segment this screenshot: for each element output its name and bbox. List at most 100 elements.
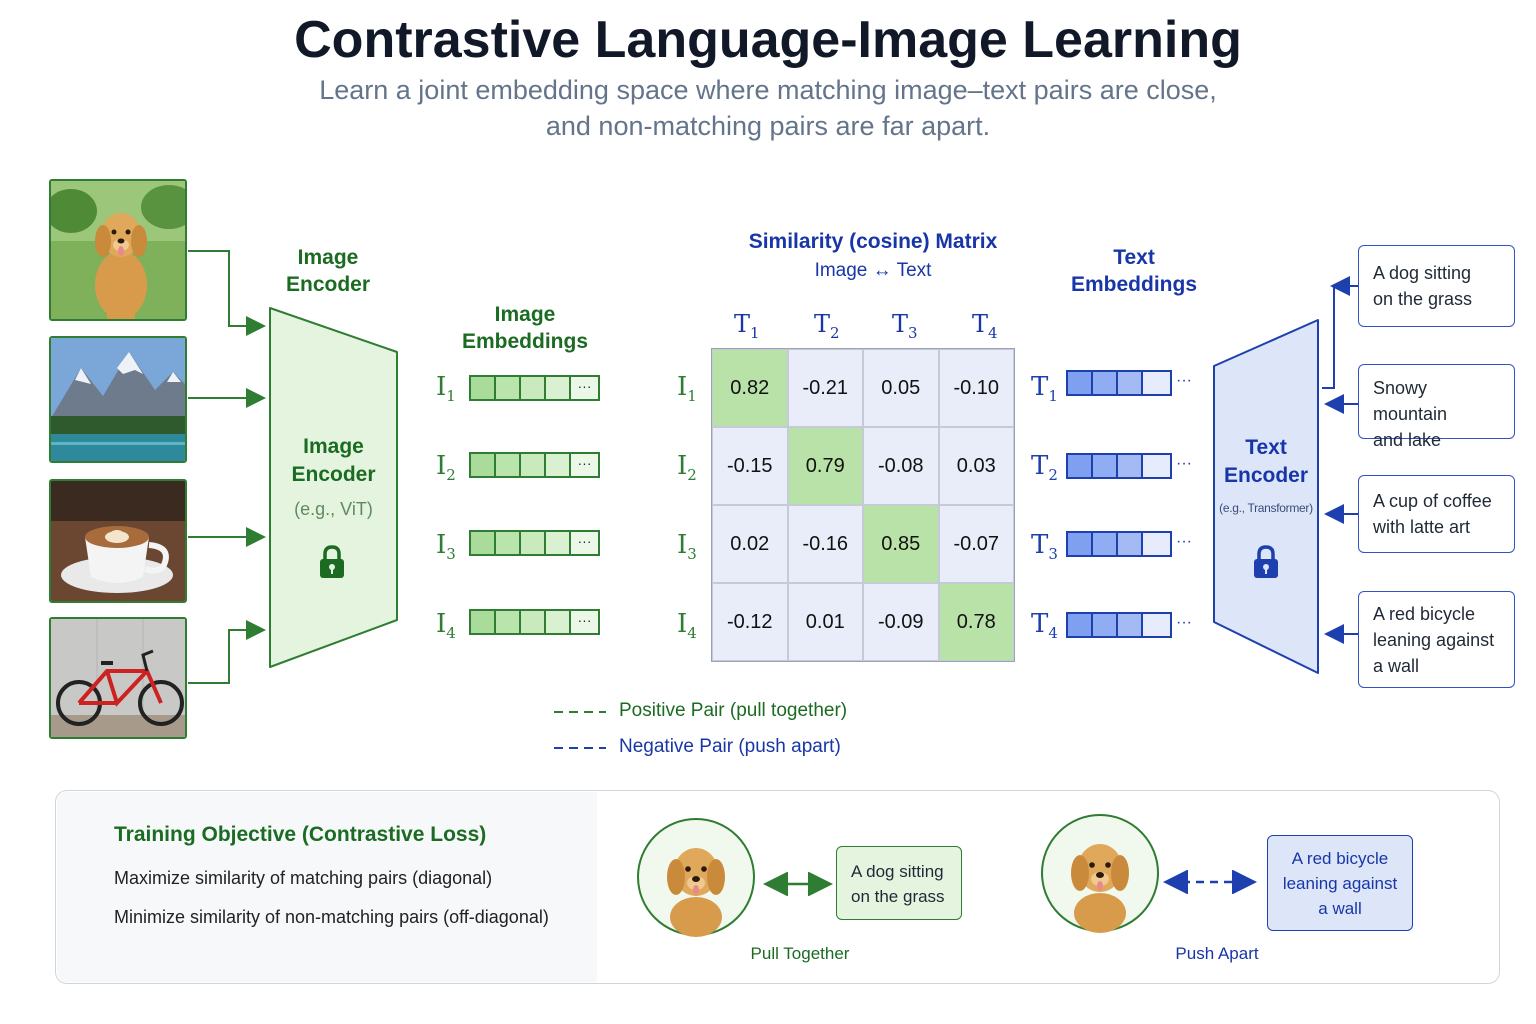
matrix-row-label-4: I4 <box>677 609 697 643</box>
image-embedding-label-4: I4 <box>436 609 456 643</box>
matrix-subtitle: Image ↔ Text <box>814 260 932 281</box>
image-1-arrow <box>188 250 266 336</box>
text-embedding-vector-1 <box>1066 370 1172 396</box>
matrix-cell: 0.02 <box>712 505 788 583</box>
text-embedding-label-1: T1 <box>1031 372 1058 406</box>
similarity-matrix: 0.82 -0.21 0.05 -0.10 -0.15 0.79 -0.08 0… <box>711 348 1015 662</box>
matrix-cell: 0.78 <box>938 583 1014 661</box>
matrix-cell: 0.79 <box>787 427 863 505</box>
caption-line: Snowy mountain <box>1373 378 1448 424</box>
image-encoder-example: (e.g., ViT) <box>294 499 373 519</box>
text-embedding-label-4: T4 <box>1031 609 1058 643</box>
image-encoder-label: Image Encoder (e.g., ViT) <box>270 433 397 523</box>
matrix-cell: 0.85 <box>863 505 939 583</box>
matrix-cell: 0.03 <box>938 427 1014 505</box>
caption-box: A cup of coffee with latte art <box>1358 475 1515 553</box>
matrix-cell: -0.09 <box>863 583 939 661</box>
mountain-lake-photo <box>49 336 187 463</box>
matrix-row-label-2: I2 <box>677 451 697 485</box>
image-embedding-label-2: I2 <box>436 451 456 485</box>
matrix-col-label-1: T1 <box>734 310 760 342</box>
matrix-cell: -0.08 <box>863 427 939 505</box>
push-apart-double-arrow <box>1163 870 1257 894</box>
image-encoder-shape <box>269 307 398 668</box>
text-embedding-ellipsis: ··· <box>1176 533 1192 550</box>
image-embedding-label-1: I1 <box>436 372 456 406</box>
caption-line: A red bicycle <box>1373 604 1476 624</box>
matrix-cell: -0.16 <box>787 505 863 583</box>
image-embedding-vector-2: ··· <box>469 452 600 478</box>
pull-together-double-arrow <box>763 872 833 896</box>
push-apart-label: Push Apart <box>1175 944 1259 963</box>
push-caption-line3: a wall <box>1318 899 1362 918</box>
push-caption-line1: A red bicycle <box>1291 849 1389 868</box>
matrix-cell: -0.07 <box>938 505 1014 583</box>
matrix-cell: -0.12 <box>712 583 788 661</box>
image-encoder-heading-line1: Image <box>297 246 359 269</box>
matrix-cell: 0.82 <box>712 349 788 427</box>
subtitle-line-2: and non-matching pairs are far apart. <box>545 111 991 141</box>
caption-line: leaning against <box>1373 630 1495 650</box>
text-embedding-vector-3 <box>1066 531 1172 557</box>
matrix-row-label-3: I3 <box>677 530 697 564</box>
caption-line: A cup of coffee <box>1373 491 1492 511</box>
matrix-row-label-1: I1 <box>677 372 697 406</box>
caption-1-arrow <box>1322 285 1358 389</box>
matrix-cell: -0.10 <box>938 349 1014 427</box>
pull-caption-line2: on the grass <box>851 887 945 906</box>
text-embeddings-heading: Text Embeddings <box>1066 244 1202 298</box>
caption-line: and lake <box>1373 430 1442 450</box>
image-encoder-label-line1: Image <box>303 435 364 458</box>
text-embedding-ellipsis: ··· <box>1176 455 1192 472</box>
text-embeddings-heading-line2: Embeddings <box>1070 273 1197 296</box>
matrix-cell: -0.15 <box>712 427 788 505</box>
image-embedding-vector-3: ··· <box>469 530 600 556</box>
red-bicycle-photo <box>49 617 187 739</box>
image-embedding-vector-4: ··· <box>469 609 600 635</box>
text-embedding-vector-2 <box>1066 453 1172 479</box>
legend-positive-label: Positive Pair (pull together) <box>619 700 848 721</box>
text-embedding-vector-4 <box>1066 612 1172 638</box>
image-embeddings-heading-line2: Embeddings <box>461 330 588 353</box>
lock-icon <box>319 545 345 584</box>
text-embeddings-heading-line1: Text <box>1113 246 1155 269</box>
text-embedding-ellipsis: ··· <box>1176 372 1192 389</box>
matrix-cell: -0.21 <box>787 349 863 427</box>
text-encoder-label-line2: Encoder <box>1223 464 1309 487</box>
caption-box: A dog sitting on the grass <box>1358 245 1515 327</box>
training-objective-text-area <box>57 792 597 982</box>
text-embedding-ellipsis: ··· <box>1176 614 1192 631</box>
latte-coffee-photo <box>49 479 187 603</box>
matrix-title: Similarity (cosine) Matrix <box>748 230 998 253</box>
image-encoder-heading: Image Encoder <box>268 244 388 298</box>
text-embedding-label-3: T3 <box>1031 530 1058 564</box>
image-encoder-label-line2: Encoder <box>291 463 376 486</box>
page-subtitle: Learn a joint embedding space where matc… <box>268 72 1268 144</box>
image-embeddings-heading: Image Embeddings <box>455 301 595 355</box>
matrix-col-label-3: T3 <box>892 310 918 342</box>
lock-icon <box>1253 545 1279 584</box>
image-embedding-label-3: I3 <box>436 530 456 564</box>
text-encoder-shape <box>1213 319 1319 674</box>
matrix-cell: 0.01 <box>787 583 863 661</box>
push-caption-box: A red bicycle leaning against a wall <box>1267 835 1413 931</box>
pull-caption-line1: A dog sitting <box>851 862 944 881</box>
subtitle-line-1: Learn a joint embedding space where matc… <box>319 75 1217 105</box>
text-encoder-label: Text Encoder (e.g., Transformer) <box>1214 434 1318 522</box>
image-4-arrow <box>188 620 266 684</box>
objective-line-2: Minimize similarity of non-matching pair… <box>114 907 549 927</box>
golden-retriever-photo <box>49 179 187 321</box>
caption-box: A red bicycle leaning against a wall <box>1358 591 1515 688</box>
matrix-cell: 0.05 <box>863 349 939 427</box>
text-embedding-label-2: T2 <box>1031 451 1058 485</box>
caption-line: a wall <box>1373 656 1420 676</box>
caption-box: Snowy mountain and lake <box>1358 364 1515 450</box>
push-dog-avatar <box>1040 813 1160 938</box>
objective-title: Training Objective (Contrastive Loss) <box>114 823 487 846</box>
matrix-col-label-4: T4 <box>972 310 998 342</box>
text-encoder-example: (e.g., Transformer) <box>1219 501 1313 515</box>
page-title: Contrastive Language-Image Learning <box>294 11 1242 69</box>
image-embeddings-heading-line1: Image <box>494 303 556 326</box>
text-encoder-label-line1: Text <box>1245 436 1287 459</box>
image-embedding-vector-1: ··· <box>469 375 600 401</box>
